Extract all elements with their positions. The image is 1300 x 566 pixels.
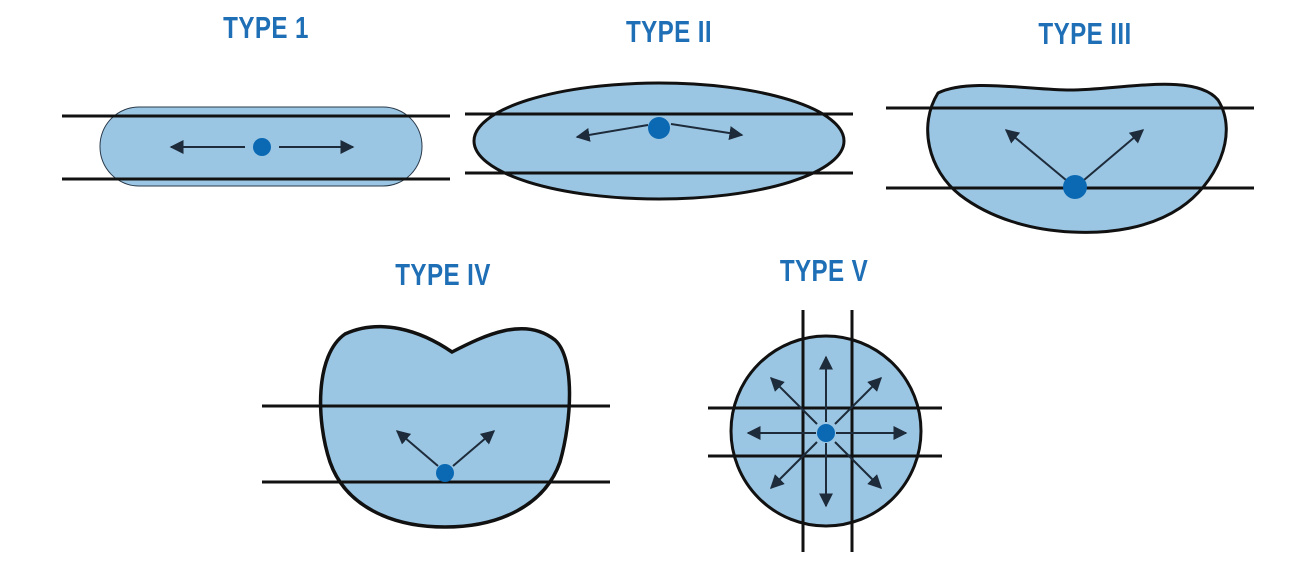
type-3-left-arrow	[1004, 129, 1067, 181]
type-3-title: TYPE III	[1038, 16, 1132, 51]
type-3-blob	[926, 82, 1228, 234]
type-4-diagram	[262, 325, 610, 529]
type-3-right-arrow	[1083, 129, 1145, 181]
type-4-right-arrow	[452, 430, 496, 467]
type-1-center-dot	[253, 138, 271, 156]
type-4-title: TYPE IV	[395, 257, 491, 292]
type-2-blob	[472, 81, 846, 201]
type-5-diagram	[708, 310, 942, 552]
type-3-diagram	[886, 82, 1254, 234]
type-4-blob	[318, 325, 572, 529]
type-2-diagram	[465, 81, 853, 201]
type-4-center-dot	[436, 464, 454, 482]
type-2-title: TYPE II	[625, 14, 713, 49]
type-5-title: TYPE V	[779, 253, 869, 288]
type-5-center-dot	[817, 424, 835, 442]
type-1-title: TYPE 1	[223, 10, 309, 45]
type-5-arrow-up-left	[770, 377, 818, 425]
type-5-arrow-down-left	[770, 441, 818, 489]
type-4-left-arrow	[395, 430, 439, 467]
type-2-center-dot	[648, 117, 670, 139]
type-5-arrow-up-right	[834, 377, 882, 425]
type-5-arrow-down-right	[834, 441, 882, 489]
type-3-center-dot	[1063, 175, 1087, 199]
type-2-left-arrow	[575, 124, 649, 142]
type-2-right-arrow	[670, 123, 744, 140]
type-1-diagram	[62, 106, 450, 187]
